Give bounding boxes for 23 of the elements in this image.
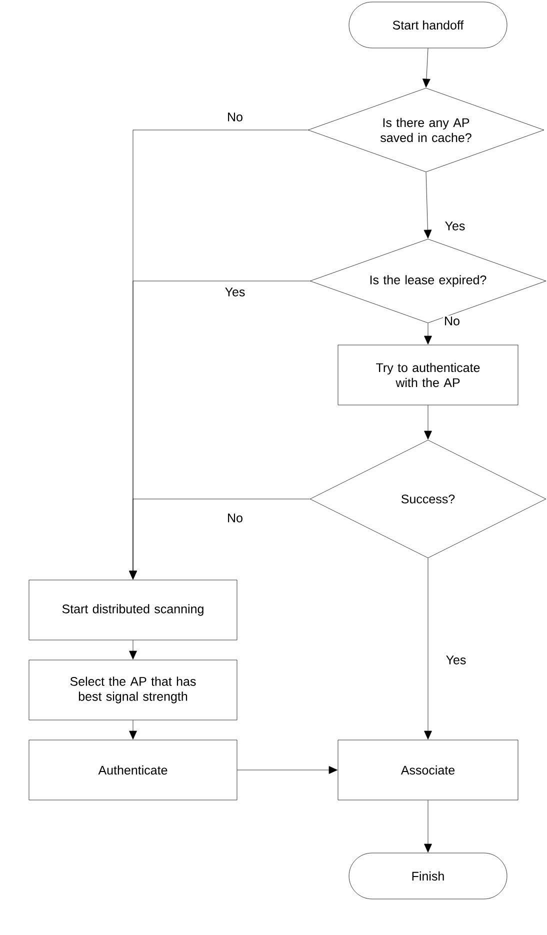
arrow xyxy=(129,498,310,580)
arrow xyxy=(129,720,137,740)
terminal-box: Finish xyxy=(348,852,508,900)
arrow xyxy=(424,323,432,344)
arrow xyxy=(129,640,137,660)
arrow xyxy=(424,800,432,852)
edge-label: Yes xyxy=(444,654,468,666)
arrow xyxy=(237,766,338,774)
arrow xyxy=(424,558,432,740)
edge-label: Yes xyxy=(444,220,466,232)
process-box: Associate xyxy=(338,740,518,800)
arrow xyxy=(422,48,430,88)
terminal-box: Start handoff xyxy=(348,2,508,48)
edge-label: Yes xyxy=(224,286,246,298)
edge-label: No xyxy=(226,112,244,122)
edge-label: No xyxy=(443,316,461,326)
arrow xyxy=(424,172,432,238)
process-box: Select the AP that has best signal strength xyxy=(28,660,238,720)
arrow xyxy=(424,405,432,440)
process-box: Start distributed scanning xyxy=(28,580,238,640)
edge-label: No xyxy=(226,512,244,524)
process-box: Authenticate xyxy=(28,740,238,800)
process-box: Try to authenticate with the AP xyxy=(338,344,518,406)
